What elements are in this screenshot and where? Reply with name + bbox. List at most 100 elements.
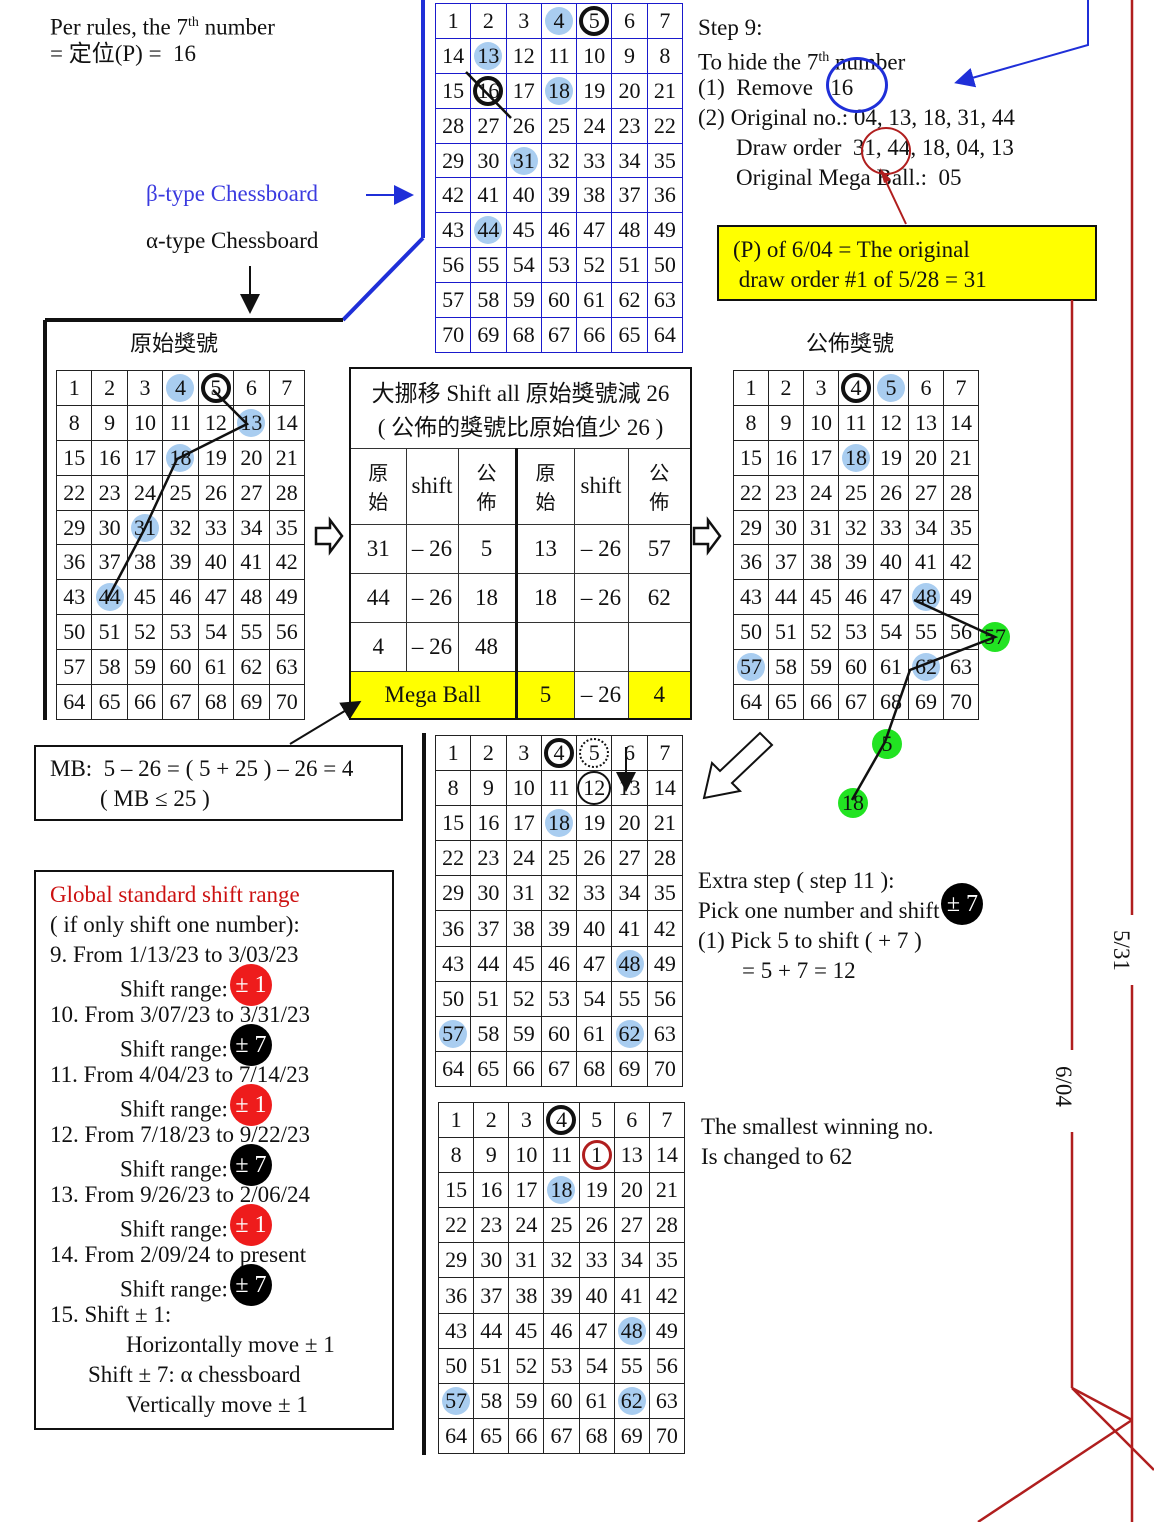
grid-number: 1: [447, 740, 459, 766]
grid-number: 35: [653, 147, 676, 173]
grid-number: 69: [915, 689, 937, 714]
grid-number: 46: [547, 217, 570, 243]
grid-cell-3: 3: [803, 370, 839, 406]
grid-number: 47: [204, 584, 227, 610]
grid-number: 13: [618, 775, 641, 801]
grid-number: 30: [477, 880, 500, 906]
grid-cell-27: 27: [611, 840, 648, 877]
grid-number: 68: [204, 689, 227, 714]
grid-cell-63: 63: [646, 1015, 684, 1052]
grid-cell-2: 2: [470, 734, 507, 772]
grid-cell-50: 50: [646, 247, 684, 284]
grid-number: 50: [740, 619, 762, 645]
grid-number: 56: [950, 619, 972, 645]
grid-cell-53: 53: [162, 614, 199, 651]
grid-number: 24: [583, 112, 606, 138]
grid-number: 12: [880, 409, 902, 435]
extra-line1: Extra step ( step 11 ):: [698, 868, 895, 893]
grid-number: 16: [775, 444, 797, 470]
grid-cell-66: 66: [576, 317, 613, 353]
grid-cell-11: 11: [543, 1137, 580, 1174]
grid-number: 53: [550, 1352, 573, 1378]
grid-number: 37: [98, 549, 121, 575]
grid-number: 27: [915, 479, 937, 505]
grid-cell-21: 21: [943, 439, 979, 476]
grid-cell-7: 7: [646, 734, 684, 772]
grid-cell-32: 32: [540, 142, 578, 179]
range-shift-row: Shift range:± 7: [120, 1264, 272, 1312]
plus-minus-7-badge: ± 7: [941, 882, 984, 925]
grid-number: 30: [98, 514, 121, 540]
table-cell: 18: [515, 572, 575, 623]
grid-cell-41: 41: [908, 544, 944, 581]
grid-number: 38: [134, 549, 157, 575]
grid-number: 1: [447, 7, 459, 33]
grid-number: 35: [653, 880, 676, 906]
global-subtitle: ( if only shift one number):: [50, 912, 300, 937]
grid-number: 33: [204, 514, 227, 540]
grid-cell-20: 20: [611, 805, 648, 842]
grid-number: 12: [512, 42, 535, 68]
table-cell: – 26: [405, 572, 459, 623]
grid-number: 51: [477, 985, 500, 1011]
grid-cell-69: 69: [908, 684, 944, 720]
grid-number: 40: [204, 549, 227, 575]
grid-cell-23: 23: [768, 474, 804, 511]
grid-cell-19: 19: [576, 805, 613, 842]
grid-number: 8: [745, 409, 757, 435]
col-shift: shift: [405, 447, 459, 525]
grid-cell-18: 18: [838, 439, 874, 476]
table-cell: [627, 621, 692, 672]
grid-cell-64: 64: [733, 684, 769, 720]
grid-cell-43: 43: [55, 579, 93, 616]
grid-number: 68: [512, 322, 535, 347]
grid-number: 35: [655, 1247, 678, 1273]
grid-number: 17: [512, 77, 535, 103]
grid-cell-39: 39: [543, 1277, 580, 1314]
grid-number: 34: [618, 880, 641, 906]
grid-cell-70: 70: [434, 317, 472, 353]
grid-cell-52: 52: [803, 614, 839, 651]
grid-number: 15: [740, 444, 762, 470]
grid-cell-68: 68: [578, 1417, 615, 1455]
grid-cell-45: 45: [505, 212, 542, 249]
grid-number: 24: [512, 845, 535, 871]
range-item-12: 12. From 7/18/23 to 9/22/23: [50, 1122, 311, 1147]
grid-number: 53: [547, 985, 570, 1011]
grid-number: 14: [275, 409, 298, 435]
grid-cell-13: 13: [611, 770, 648, 807]
grid-cell-61: 61: [873, 649, 909, 686]
range-item-11: 11. From 4/04/23 to 7/14/23: [50, 1062, 310, 1087]
grid-cell-63: 63: [648, 1382, 686, 1419]
grid-number: 9: [780, 409, 792, 435]
grid-number: 65: [775, 689, 797, 714]
grid-number: 39: [845, 549, 867, 575]
highlight-marker: [474, 41, 503, 70]
grid-cell-20: 20: [908, 439, 944, 476]
grid-cell-3: 3: [508, 1101, 545, 1139]
grid-cell-69: 69: [611, 1050, 648, 1088]
grid-number: 3: [518, 7, 530, 33]
grid-number: 1: [68, 374, 80, 400]
grid-number: 40: [585, 1282, 608, 1308]
grid-number: 34: [618, 147, 641, 173]
grid-number: 16: [98, 444, 121, 470]
grid-cell-67: 67: [162, 684, 199, 720]
grid-number: 23: [618, 112, 641, 138]
grid-cell-35: 35: [943, 509, 979, 546]
grid-number: 70: [275, 689, 298, 714]
grid-number: 34: [620, 1247, 643, 1273]
grid-cell-19: 19: [578, 1172, 615, 1209]
grid-cell-24: 24: [803, 474, 839, 511]
grid-cell-13: 13: [233, 404, 270, 441]
grid-cell-47: 47: [576, 212, 613, 249]
grid-cell-64: 64: [55, 684, 93, 720]
grid-cell-9: 9: [611, 37, 648, 74]
grid-number: 62: [618, 287, 641, 313]
grid-cell-2: 2: [470, 3, 507, 39]
highlight-marker: [617, 1386, 646, 1415]
grid-cell-2: 2: [473, 1101, 510, 1139]
grid-cell-65: 65: [473, 1417, 510, 1455]
grid-cell-1: 1: [55, 370, 93, 406]
grid-number: 56: [275, 619, 298, 645]
